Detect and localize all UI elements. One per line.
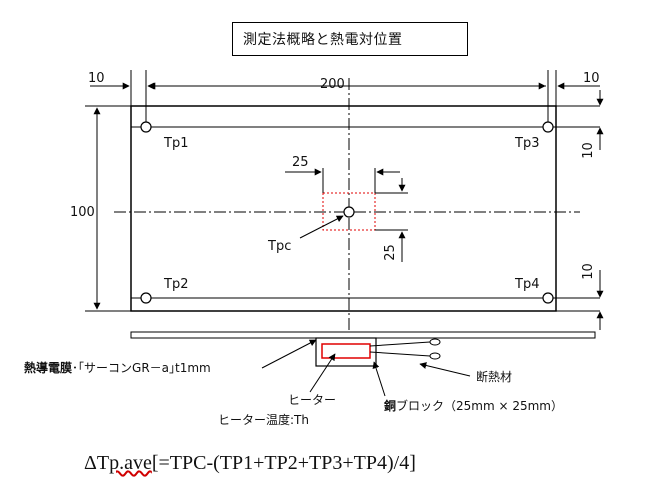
film-annotation: 熱導電膜･｢サーコンGR－a｣t1mm [24,362,211,374]
hole-tpc [343,206,355,218]
formula-rest: [=TPC-(TP1+TP2+TP3+TP4)/4] [151,452,416,474]
dim-label-top-right: 10 [583,71,600,86]
copper-leader [372,361,386,397]
film-leader [261,339,317,369]
hole-tp4 [542,292,554,304]
label-tp2: Tp2 [164,277,189,292]
wire-connector-1 [429,338,441,346]
wire-connector-2 [429,352,441,360]
formula-prefix: ΔT [84,452,110,474]
dim-label-center-width: 25 [292,155,309,170]
center-square [322,192,376,231]
label-tp1: Tp1 [164,136,189,151]
diagram-title: 測定法概略と熱電対位置 [232,22,468,56]
wire-line-1 [369,341,431,347]
tpc-leader [299,215,344,239]
insulation-leader [419,362,471,377]
film-strip [130,331,596,339]
heater-leader [309,353,336,393]
dim-label-height: 100 [70,205,95,220]
heater-element [321,343,371,359]
dim-label-right-top: 10 [580,142,596,159]
copper-annotation: 銅ブロック（25mm × 25mm） [384,400,563,412]
insulation-label: 断熱材 [476,370,513,384]
hole-tp3 [542,121,554,133]
dim-label-right-bottom: 10 [580,263,596,280]
hole-tp1 [140,121,152,133]
formula: ΔTp.ave[=TPC-(TP1+TP2+TP3+TP4)/4] [84,452,416,475]
copper-block [315,337,377,367]
heater-label: ヒーター [288,393,337,407]
copper-label-bold: 銅 [384,399,397,413]
film-label-rest: ･｢サーコンGR－a｣t1mm [72,361,211,375]
label-tp3: Tp3 [515,136,540,151]
heater-temp-label: ヒーター温度:Th [218,413,309,427]
hole-tp2 [140,292,152,304]
formula-wavy: p.ave [109,452,152,474]
wire-line-2 [369,351,431,357]
film-label-bold: 熱導電膜 [24,361,73,375]
copper-label-rest: ブロック（25mm × 25mm） [396,399,563,413]
label-tp4: Tp4 [515,277,540,292]
label-tpc: Tpc [268,239,292,254]
plate-outline [130,105,557,312]
dim-label-center-height: 25 [382,244,398,261]
dim-label-top-left: 10 [88,71,105,86]
dim-label-width: 200 [320,77,345,92]
